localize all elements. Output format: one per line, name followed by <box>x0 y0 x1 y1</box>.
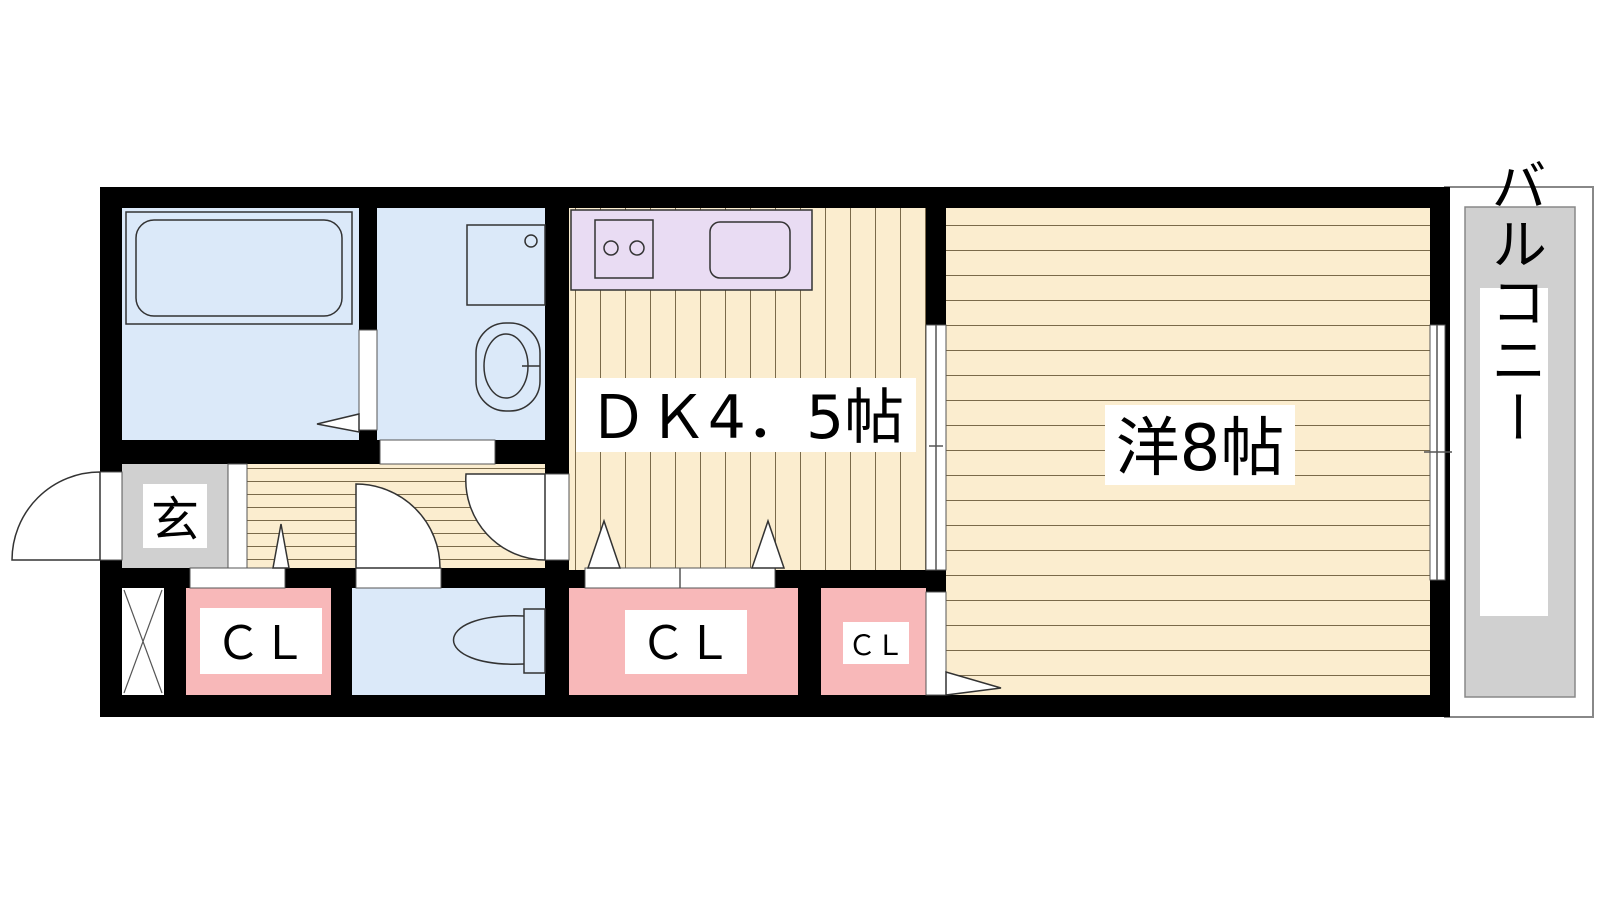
entrance-door-gap <box>99 471 123 561</box>
toilet-door-swing <box>355 483 441 569</box>
kitchen-counter <box>570 209 813 291</box>
toilet <box>452 608 546 674</box>
closet-left-label: ＣＬ <box>215 616 307 670</box>
balcony-label: バルコニー <box>1482 157 1547 447</box>
washroom-door-swing <box>465 473 546 561</box>
entrance-door <box>11 471 101 561</box>
balcony <box>1444 186 1594 718</box>
shoe-cabinet-cross <box>123 589 163 694</box>
door-swings <box>11 471 546 569</box>
dk-label: ＤＫ4．5帖 <box>588 383 904 453</box>
sink-icon <box>709 221 791 279</box>
window-lines <box>679 325 1452 588</box>
closet-left-door-gap <box>189 567 286 589</box>
dk-door-gap <box>544 473 570 561</box>
bathtub <box>125 211 353 325</box>
bath-door-gap <box>358 329 378 431</box>
closet-center-label: ＣＬ <box>640 616 732 670</box>
western-room-label: 洋8帖 <box>1116 412 1285 486</box>
entrance-label: 玄 <box>151 492 199 548</box>
closet-small-label: ＣＬ <box>848 629 904 662</box>
toilet-room <box>352 588 545 695</box>
western-lower-gap <box>925 591 947 696</box>
washbasin <box>466 224 546 412</box>
washroom-door-gap <box>379 439 496 465</box>
door-triangles <box>272 413 1002 696</box>
toilet-door-gap <box>355 567 442 589</box>
burner-icon <box>629 240 645 256</box>
label-boxes <box>143 378 1295 674</box>
burner-icon <box>603 240 619 256</box>
entrance-step-gap <box>227 463 248 569</box>
